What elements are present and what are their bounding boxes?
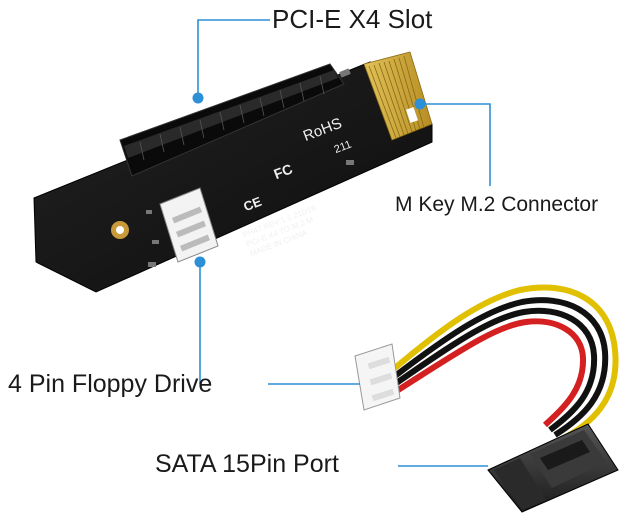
callout-lines bbox=[197, 19, 491, 467]
pcie-slot-label: PCI-E X4 Slot bbox=[272, 4, 433, 34]
fc-mark-icon: FC bbox=[272, 160, 295, 182]
sata-to-floppy-cable bbox=[354, 284, 619, 513]
board-power-header bbox=[159, 187, 219, 263]
m2-connector-label: M Key M.2 Connector bbox=[395, 193, 599, 216]
callout-dot-icon bbox=[194, 256, 206, 268]
adapter-board: RoHS FC CE 211 PH47 REV:1.1 21D16 PCI-E … bbox=[30, 51, 433, 293]
floppy-connector bbox=[354, 343, 401, 411]
floppy-drive-label: 4 Pin Floppy Drive bbox=[8, 370, 213, 398]
pcie-x4-slot bbox=[119, 63, 345, 177]
callout-dot-icon bbox=[192, 92, 204, 104]
callout-dot-icon bbox=[414, 98, 426, 110]
sata-connector bbox=[487, 423, 619, 513]
sata-port-label: SATA 15Pin Port bbox=[155, 450, 339, 478]
board-date-code: 211 bbox=[333, 139, 354, 156]
m2-gold-fingers bbox=[363, 51, 433, 141]
ce-mark-icon: CE bbox=[241, 194, 264, 215]
